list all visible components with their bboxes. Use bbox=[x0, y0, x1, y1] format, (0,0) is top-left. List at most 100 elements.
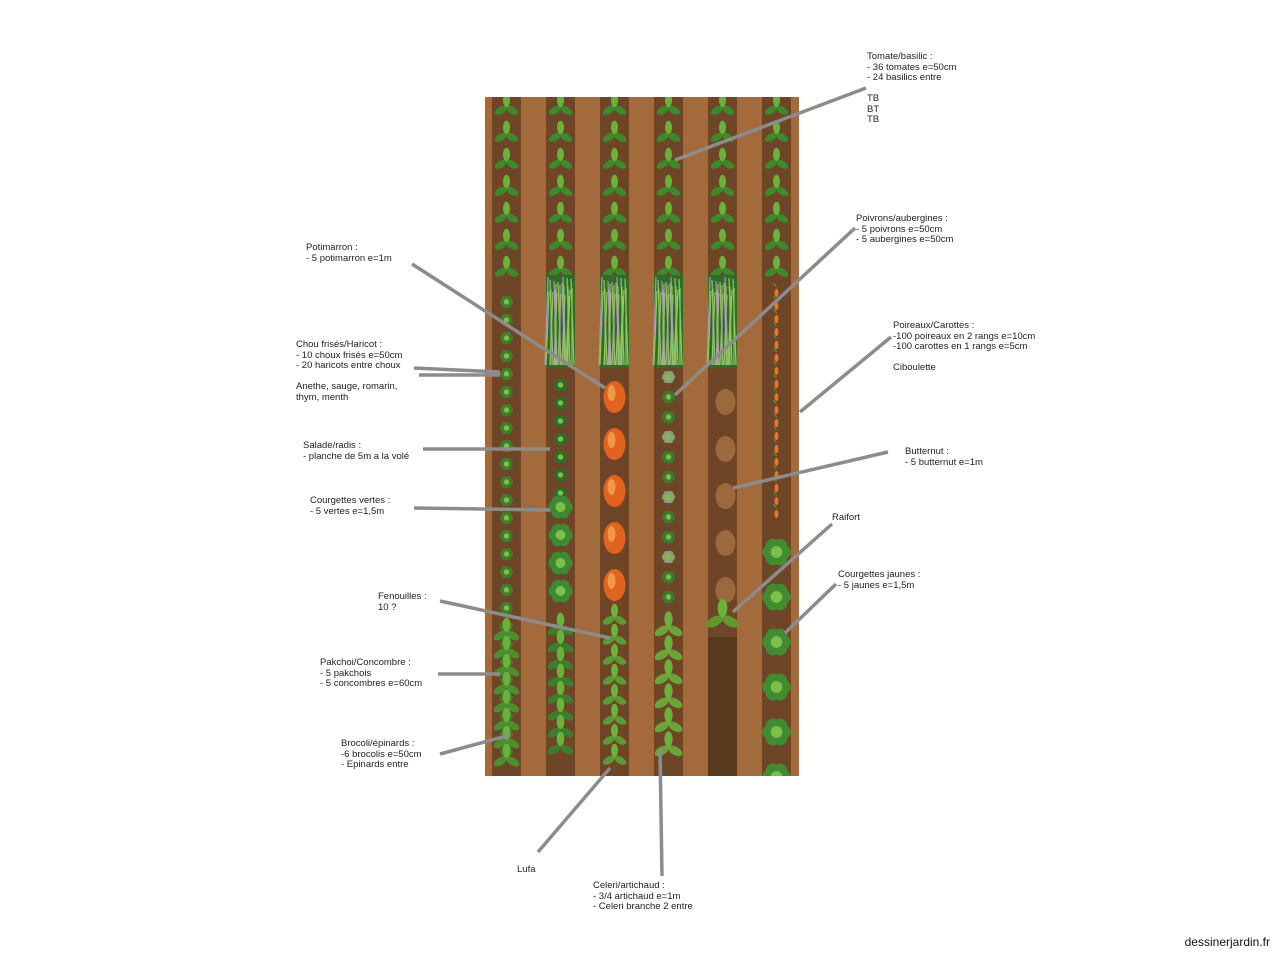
plant bbox=[602, 623, 627, 645]
label-line: -100 poireaux en 2 rangs e=10cm bbox=[893, 330, 1036, 342]
carrot bbox=[774, 445, 779, 453]
plant bbox=[548, 97, 573, 115]
plant bbox=[762, 628, 791, 656]
plant bbox=[602, 743, 627, 765]
plant bbox=[499, 547, 514, 561]
carrot bbox=[774, 471, 779, 479]
carrot bbox=[774, 341, 779, 349]
butternut bbox=[715, 436, 736, 462]
label-line: Salade/radis : bbox=[303, 440, 362, 451]
plant bbox=[494, 174, 519, 196]
label-line: TB bbox=[867, 114, 880, 125]
carrot bbox=[774, 289, 779, 297]
label-courgettes-jaunes: Courgettes jaunes :- 5 jaunes e=1,5m bbox=[838, 569, 921, 591]
plant bbox=[661, 410, 676, 424]
plant bbox=[553, 450, 568, 464]
plant bbox=[547, 731, 574, 755]
plant bbox=[710, 174, 735, 196]
label-line: Fenouilles : bbox=[378, 591, 427, 602]
plant bbox=[661, 370, 676, 384]
label-line: - Celeri branche 2 entre bbox=[593, 901, 693, 912]
plant bbox=[499, 475, 514, 489]
label-line: Raifort bbox=[832, 512, 860, 523]
label-lufa: Lufa bbox=[517, 864, 536, 876]
label-potimarron: Potimarron :- 5 potimarron e=1m bbox=[306, 242, 392, 264]
plant bbox=[654, 635, 683, 661]
label-line: - 5 jaunes e=1,5m bbox=[838, 579, 915, 591]
label-line: - 10 choux frisés e=50cm bbox=[296, 349, 403, 361]
plant bbox=[499, 583, 514, 597]
carrot bbox=[774, 484, 779, 492]
butternut bbox=[715, 389, 736, 415]
carrot bbox=[774, 328, 779, 336]
label-courgettes-vertes: Courgettes vertes : - 5 vertes e=1,5m bbox=[310, 495, 390, 517]
plant bbox=[499, 511, 514, 525]
label-line: Poireaux/Carottes : bbox=[893, 320, 975, 331]
plant bbox=[654, 683, 683, 709]
carrot bbox=[774, 367, 779, 375]
label-pakchoi: Pakchoi/Concombre :- 5 pakchois- 5 conco… bbox=[320, 657, 422, 690]
plant bbox=[553, 468, 568, 482]
plant bbox=[547, 697, 574, 721]
label-fenouilles: Fenouilles :10 ? bbox=[378, 591, 427, 613]
plant bbox=[762, 673, 791, 701]
leader-line bbox=[536, 766, 612, 854]
plant bbox=[553, 432, 568, 446]
plant bbox=[656, 201, 681, 223]
plant bbox=[602, 643, 627, 665]
label-salade: Salade/radis : - planche de 5m a la volé bbox=[303, 440, 410, 462]
plant bbox=[602, 228, 627, 250]
label-butternut: Butternut :- 5 butternut e=1m bbox=[905, 446, 983, 468]
leader-line bbox=[798, 335, 893, 414]
plant bbox=[494, 147, 519, 169]
carrot bbox=[774, 393, 779, 401]
plant bbox=[602, 201, 627, 223]
plant bbox=[661, 510, 676, 524]
plant bbox=[762, 763, 791, 776]
plant bbox=[499, 529, 514, 543]
plant bbox=[553, 396, 568, 410]
label-line: - 5 vertes e=1,5m bbox=[310, 505, 385, 517]
plant bbox=[661, 470, 676, 484]
plant bbox=[661, 550, 676, 564]
plant bbox=[602, 97, 627, 115]
carrot bbox=[774, 354, 779, 362]
carrot bbox=[774, 458, 779, 466]
plant bbox=[499, 457, 514, 471]
plant bbox=[494, 120, 519, 142]
plant bbox=[602, 174, 627, 196]
plant bbox=[548, 495, 573, 519]
label-line: Courgettes jaunes : bbox=[838, 569, 921, 580]
label-brocoli: Brocoli/épinards :-6 brocolis e=50cm- Ep… bbox=[341, 738, 422, 771]
plant bbox=[494, 201, 519, 223]
plant bbox=[602, 147, 627, 169]
label-line: - 3/4 artichaud e=1m bbox=[593, 890, 681, 902]
label-raifort: Raifort bbox=[832, 512, 860, 524]
garden-beds bbox=[492, 97, 791, 776]
plant bbox=[661, 390, 676, 404]
carrot bbox=[774, 406, 779, 414]
plant bbox=[656, 174, 681, 196]
label-line: - planche de 5m a la volé bbox=[303, 450, 410, 462]
label-line: Tomate/basilic : bbox=[867, 51, 933, 62]
plant bbox=[762, 718, 791, 746]
plant bbox=[654, 611, 683, 637]
plant bbox=[764, 201, 789, 223]
label-line: - 5 aubergines e=50cm bbox=[856, 234, 954, 245]
label-line: BT bbox=[867, 103, 880, 115]
label-poivrons: Poivrons/aubergines :- 5 poivrons e=50cm… bbox=[856, 213, 954, 246]
plant bbox=[499, 493, 514, 507]
site-credit: dessinerjardin.fr bbox=[1184, 935, 1270, 949]
plant bbox=[499, 565, 514, 579]
plant bbox=[602, 723, 627, 745]
carrot bbox=[774, 497, 779, 505]
label-line: Potimarron : bbox=[306, 242, 358, 253]
label-line: Pakchoi/Concombre : bbox=[320, 657, 411, 668]
label-line: - 5 poivrons e=50cm bbox=[856, 223, 943, 235]
plant bbox=[547, 680, 574, 704]
plant bbox=[548, 228, 573, 250]
plant bbox=[661, 430, 676, 444]
label-celeri: Celeri/artichaud :- 3/4 artichaud e=1m- … bbox=[593, 880, 693, 913]
plant bbox=[661, 570, 676, 584]
label-line: Chou frisés/Haricot : bbox=[296, 339, 383, 350]
